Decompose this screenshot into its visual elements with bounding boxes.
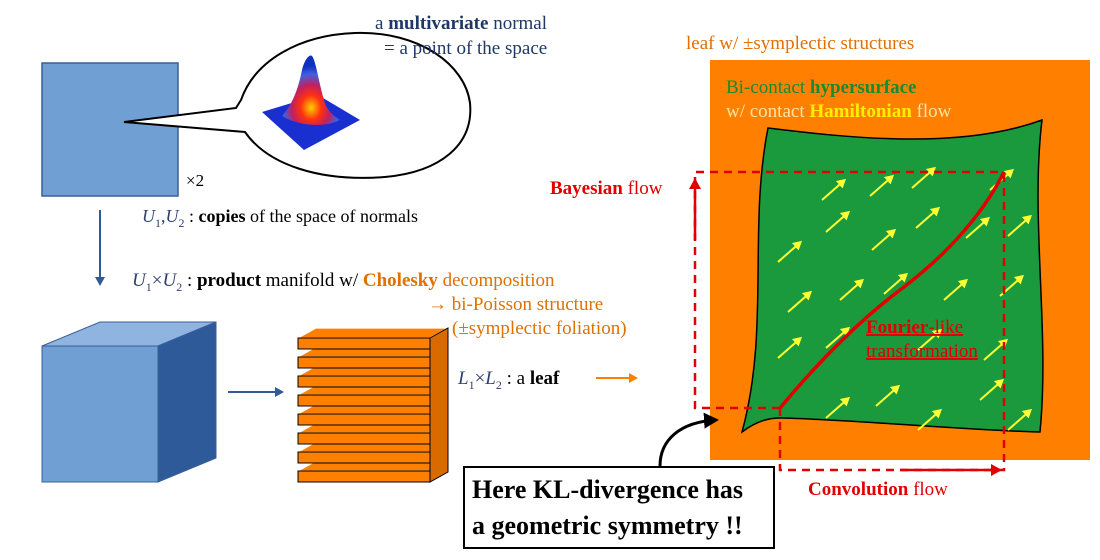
flow-vector-arrow [825,326,851,349]
convolution-flow-path [778,172,1006,472]
gaussian-surface-image [262,55,360,150]
hamiltonian-flow-label: w/ contact Hamiltonian flow [726,101,952,122]
flow-vector-arrow [1007,408,1033,431]
hamiltonian-flow-arrows [777,166,1033,431]
multiplier-label: ×2 [186,171,204,190]
bayesian-flow-label: Bayesian flow [550,178,663,199]
bayesian-flow-path [693,170,1004,410]
leaf-label: L1×L2 : a leaf [457,368,560,392]
kl-divergence-box [463,466,775,549]
foliation-layer [297,356,431,369]
flow-vector-arrow [915,206,941,229]
flow-vector-arrow [787,290,813,313]
foliation-layer [297,432,431,445]
symplectic-foliation-label: (±symplectic foliation) [452,318,627,339]
callout-line1: a multivariate normal [375,13,547,34]
flow-vector-arrow [821,178,847,201]
fourier-label-line2: transformation [866,341,978,362]
flow-vector-arrow [917,408,943,431]
flow-vector-arrow [965,216,991,239]
product-cube [41,321,217,483]
callout-line2: = a point of the space [384,38,547,59]
foliation-layer-top [295,327,451,339]
flow-vector-arrow [1007,214,1033,237]
space-square [41,62,179,197]
foliation-layer [297,375,431,388]
flow-vector-arrow [911,166,937,189]
fourier-label-line1: Fourier-like [866,317,963,338]
foliation-layer [297,451,431,464]
flow-vector-arrow [825,210,851,233]
foliation-layer [297,470,431,483]
flow-vector-arrow [777,336,803,359]
callout-line1-bold: multivariate [388,13,488,34]
product-label: U1×U2 : product manifold w/ Cholesky dec… [132,270,555,294]
hypersurface [740,118,1044,434]
flow-vector-arrow [917,328,943,351]
fourier-transformation-curve [778,171,1006,410]
callout-line1-prefix: a [375,13,388,34]
flow-vector-arrow [875,384,901,407]
bi-poisson-label: → bi-Poisson structure [428,294,603,315]
bi-contact-label: Bi-contact hypersurface [726,77,916,98]
foliation-layer [297,394,431,407]
foliation-stack-side [429,327,449,483]
callout-line1-suffix: normal [488,13,547,34]
flow-vector-arrow [883,272,909,295]
foliation-layer [297,337,431,350]
flow-vector-arrow [839,278,865,301]
kl-pointer-arrow [658,412,719,467]
foliation-stack [295,327,451,483]
flow-vector-arrow [871,228,897,251]
foliation-layer [297,413,431,426]
flow-vector-arrow [825,396,851,419]
kl-box-line1: Here KL-divergence has [472,475,743,504]
flow-vector-arrow [869,174,895,197]
copies-label: U1,U2 : copies of the space of normals [142,206,418,230]
flow-vector-arrow [943,278,969,301]
convolution-flow-label: Convolution flow [808,479,948,500]
kl-box-line2: a geometric symmetry !! [472,511,743,540]
flow-vector-arrow [777,240,803,263]
leaf-structures-label: leaf w/ ±symplectic structures [686,33,914,54]
flow-vector-arrow [979,378,1005,401]
